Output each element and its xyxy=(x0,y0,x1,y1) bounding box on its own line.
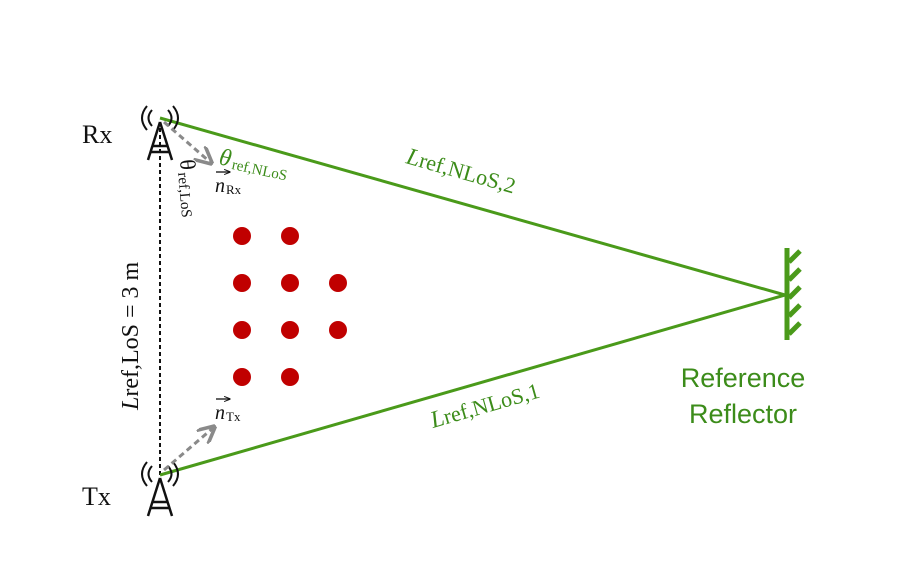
rx-antenna-icon xyxy=(141,105,179,161)
tx-antenna-icon xyxy=(141,461,179,517)
target-dot xyxy=(281,274,299,292)
los-distance-label: Lref,LoS = 3 m xyxy=(118,261,144,411)
target-dot xyxy=(233,321,251,339)
target-dot xyxy=(233,274,251,292)
reflector-label-line1: Reference xyxy=(681,363,806,393)
svg-text:nTx: nTx xyxy=(215,402,241,424)
target-dot xyxy=(281,227,299,245)
reflector-wall-icon xyxy=(784,248,802,340)
target-dots xyxy=(233,227,347,386)
rx-normal-arrow xyxy=(163,120,210,162)
target-dot xyxy=(233,368,251,386)
target-dot xyxy=(329,321,347,339)
target-dot xyxy=(329,274,347,292)
reflector-label-line2: Reflector xyxy=(689,399,797,429)
svg-text:nRx: nRx xyxy=(215,175,242,197)
target-dot xyxy=(233,227,251,245)
target-dot xyxy=(281,368,299,386)
nlos-path-2-line xyxy=(159,116,786,297)
target-dot xyxy=(281,321,299,339)
nlos1-path-label: Lref,NLoS,1 xyxy=(427,378,543,434)
n-tx-label: nTx xyxy=(215,399,241,424)
nlos-path-1-line xyxy=(159,293,786,477)
tx-label: Tx xyxy=(82,482,111,511)
rx-label: Rx xyxy=(82,120,112,149)
n-rx-label: nRx xyxy=(215,172,242,197)
theta-los-label: θref,LoS xyxy=(173,158,205,218)
tx-normal-arrow xyxy=(163,428,213,472)
